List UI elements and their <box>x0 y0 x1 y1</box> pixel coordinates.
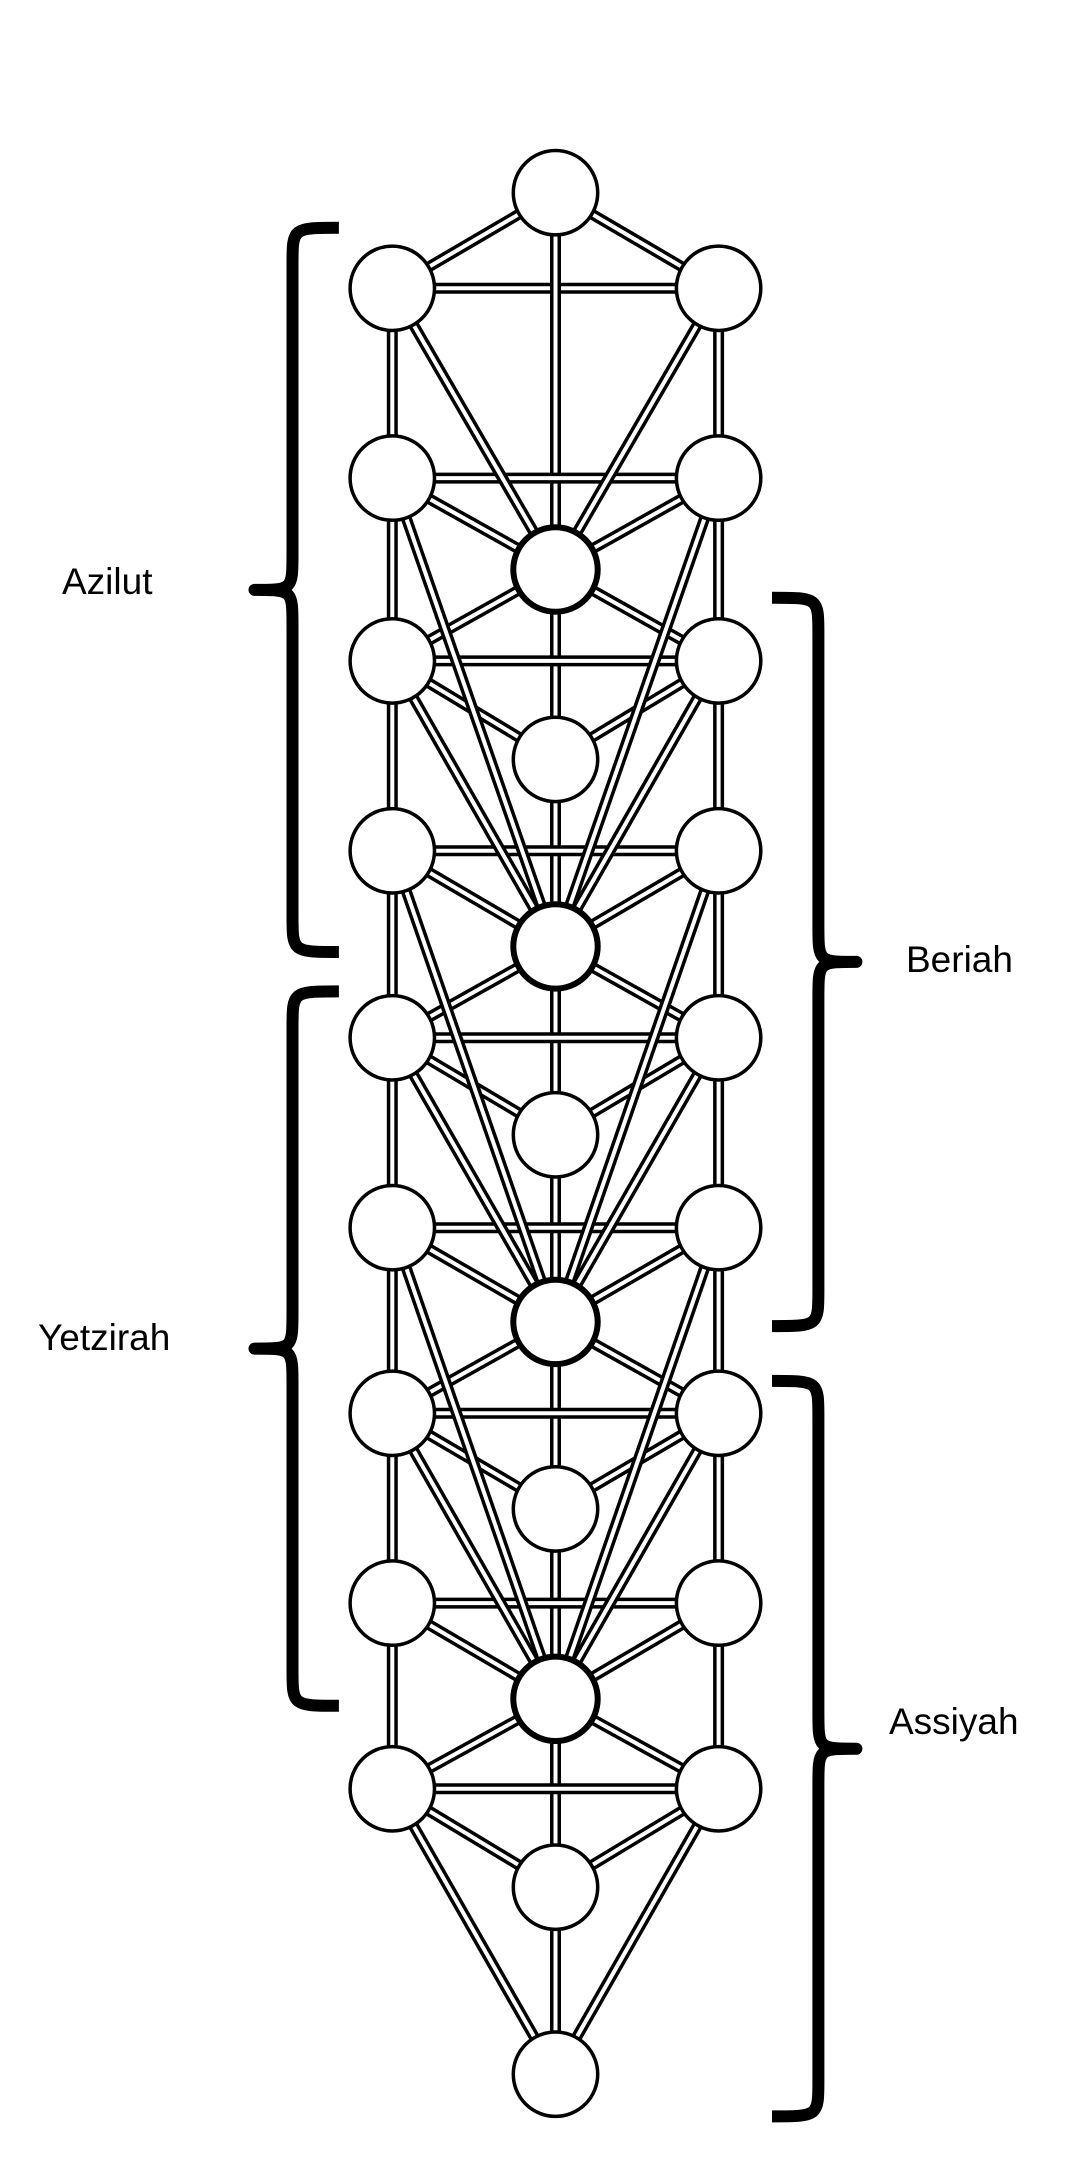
label-yetzirah: Yetzirah <box>38 1317 171 1358</box>
nodes-layer <box>348 148 763 2119</box>
sefirah-node-n7 <box>348 616 437 705</box>
sefirah-node-n11 <box>674 806 763 895</box>
brace-azilut <box>248 221 339 958</box>
sefirah-node-n10 <box>348 806 437 895</box>
sefirah-node-n1 <box>511 148 600 237</box>
sefirah-node-n8 <box>674 616 763 705</box>
brace-beriah <box>771 591 863 1333</box>
path-n14-n18 <box>550 1035 724 1325</box>
sefirah-node-n23 <box>674 1559 763 1648</box>
sefirah-node-n9 <box>511 715 600 804</box>
path-n2-n6 <box>387 285 561 573</box>
path-n19-n24 <box>387 1410 561 1702</box>
sefirah-node-n26 <box>674 1744 763 1833</box>
sefirah-node-n12 <box>510 901 601 992</box>
brace-yetzirah <box>248 985 339 1712</box>
sefirah-node-n20 <box>674 1369 763 1458</box>
sefirah-node-n21 <box>511 1464 600 1553</box>
path-n13-n18 <box>387 1035 561 1325</box>
label-assiyah: Assiyah <box>889 1701 1019 1742</box>
label-azilut: Azilut <box>62 561 153 602</box>
sefirah-node-n2 <box>348 244 437 333</box>
path-n26-n28 <box>550 1786 724 2077</box>
sefirah-node-n15 <box>511 1090 600 1179</box>
label-beriah: Beriah <box>906 939 1013 980</box>
path-n5-n12 <box>550 476 724 949</box>
sefirah-node-n6 <box>510 524 601 615</box>
sefirah-node-n5 <box>674 434 763 523</box>
path-n4-n12 <box>387 476 561 949</box>
path-n25-n28 <box>387 1786 561 2077</box>
path-n3-n6 <box>550 285 724 573</box>
braces-layer <box>248 221 863 2123</box>
path-n11-n18 <box>550 849 724 1324</box>
path-n17-n24 <box>550 1225 724 1701</box>
sefirah-node-n3 <box>674 244 763 333</box>
sefirah-node-n22 <box>348 1559 437 1648</box>
path-n20-n24 <box>550 1410 724 1702</box>
sefirah-node-n19 <box>348 1369 437 1458</box>
sefirah-node-n27 <box>511 1843 600 1932</box>
sefirah-node-n28 <box>511 2030 600 2119</box>
sefirah-node-n13 <box>348 993 437 1082</box>
sefirah-node-n18 <box>510 1276 601 1368</box>
sefirah-node-n14 <box>674 993 763 1082</box>
path-n16-n24 <box>387 1225 561 1701</box>
path-n10-n18 <box>387 848 561 1324</box>
sefirah-node-n25 <box>348 1744 437 1833</box>
brace-assiyah <box>771 1374 863 2123</box>
path-n8-n12 <box>550 658 724 950</box>
sefirah-node-n4 <box>348 434 437 523</box>
path-n7-n12 <box>387 658 561 950</box>
sefirah-node-n24 <box>510 1653 601 1745</box>
sefirah-node-n17 <box>674 1183 763 1272</box>
sefirah-node-n16 <box>348 1183 437 1272</box>
